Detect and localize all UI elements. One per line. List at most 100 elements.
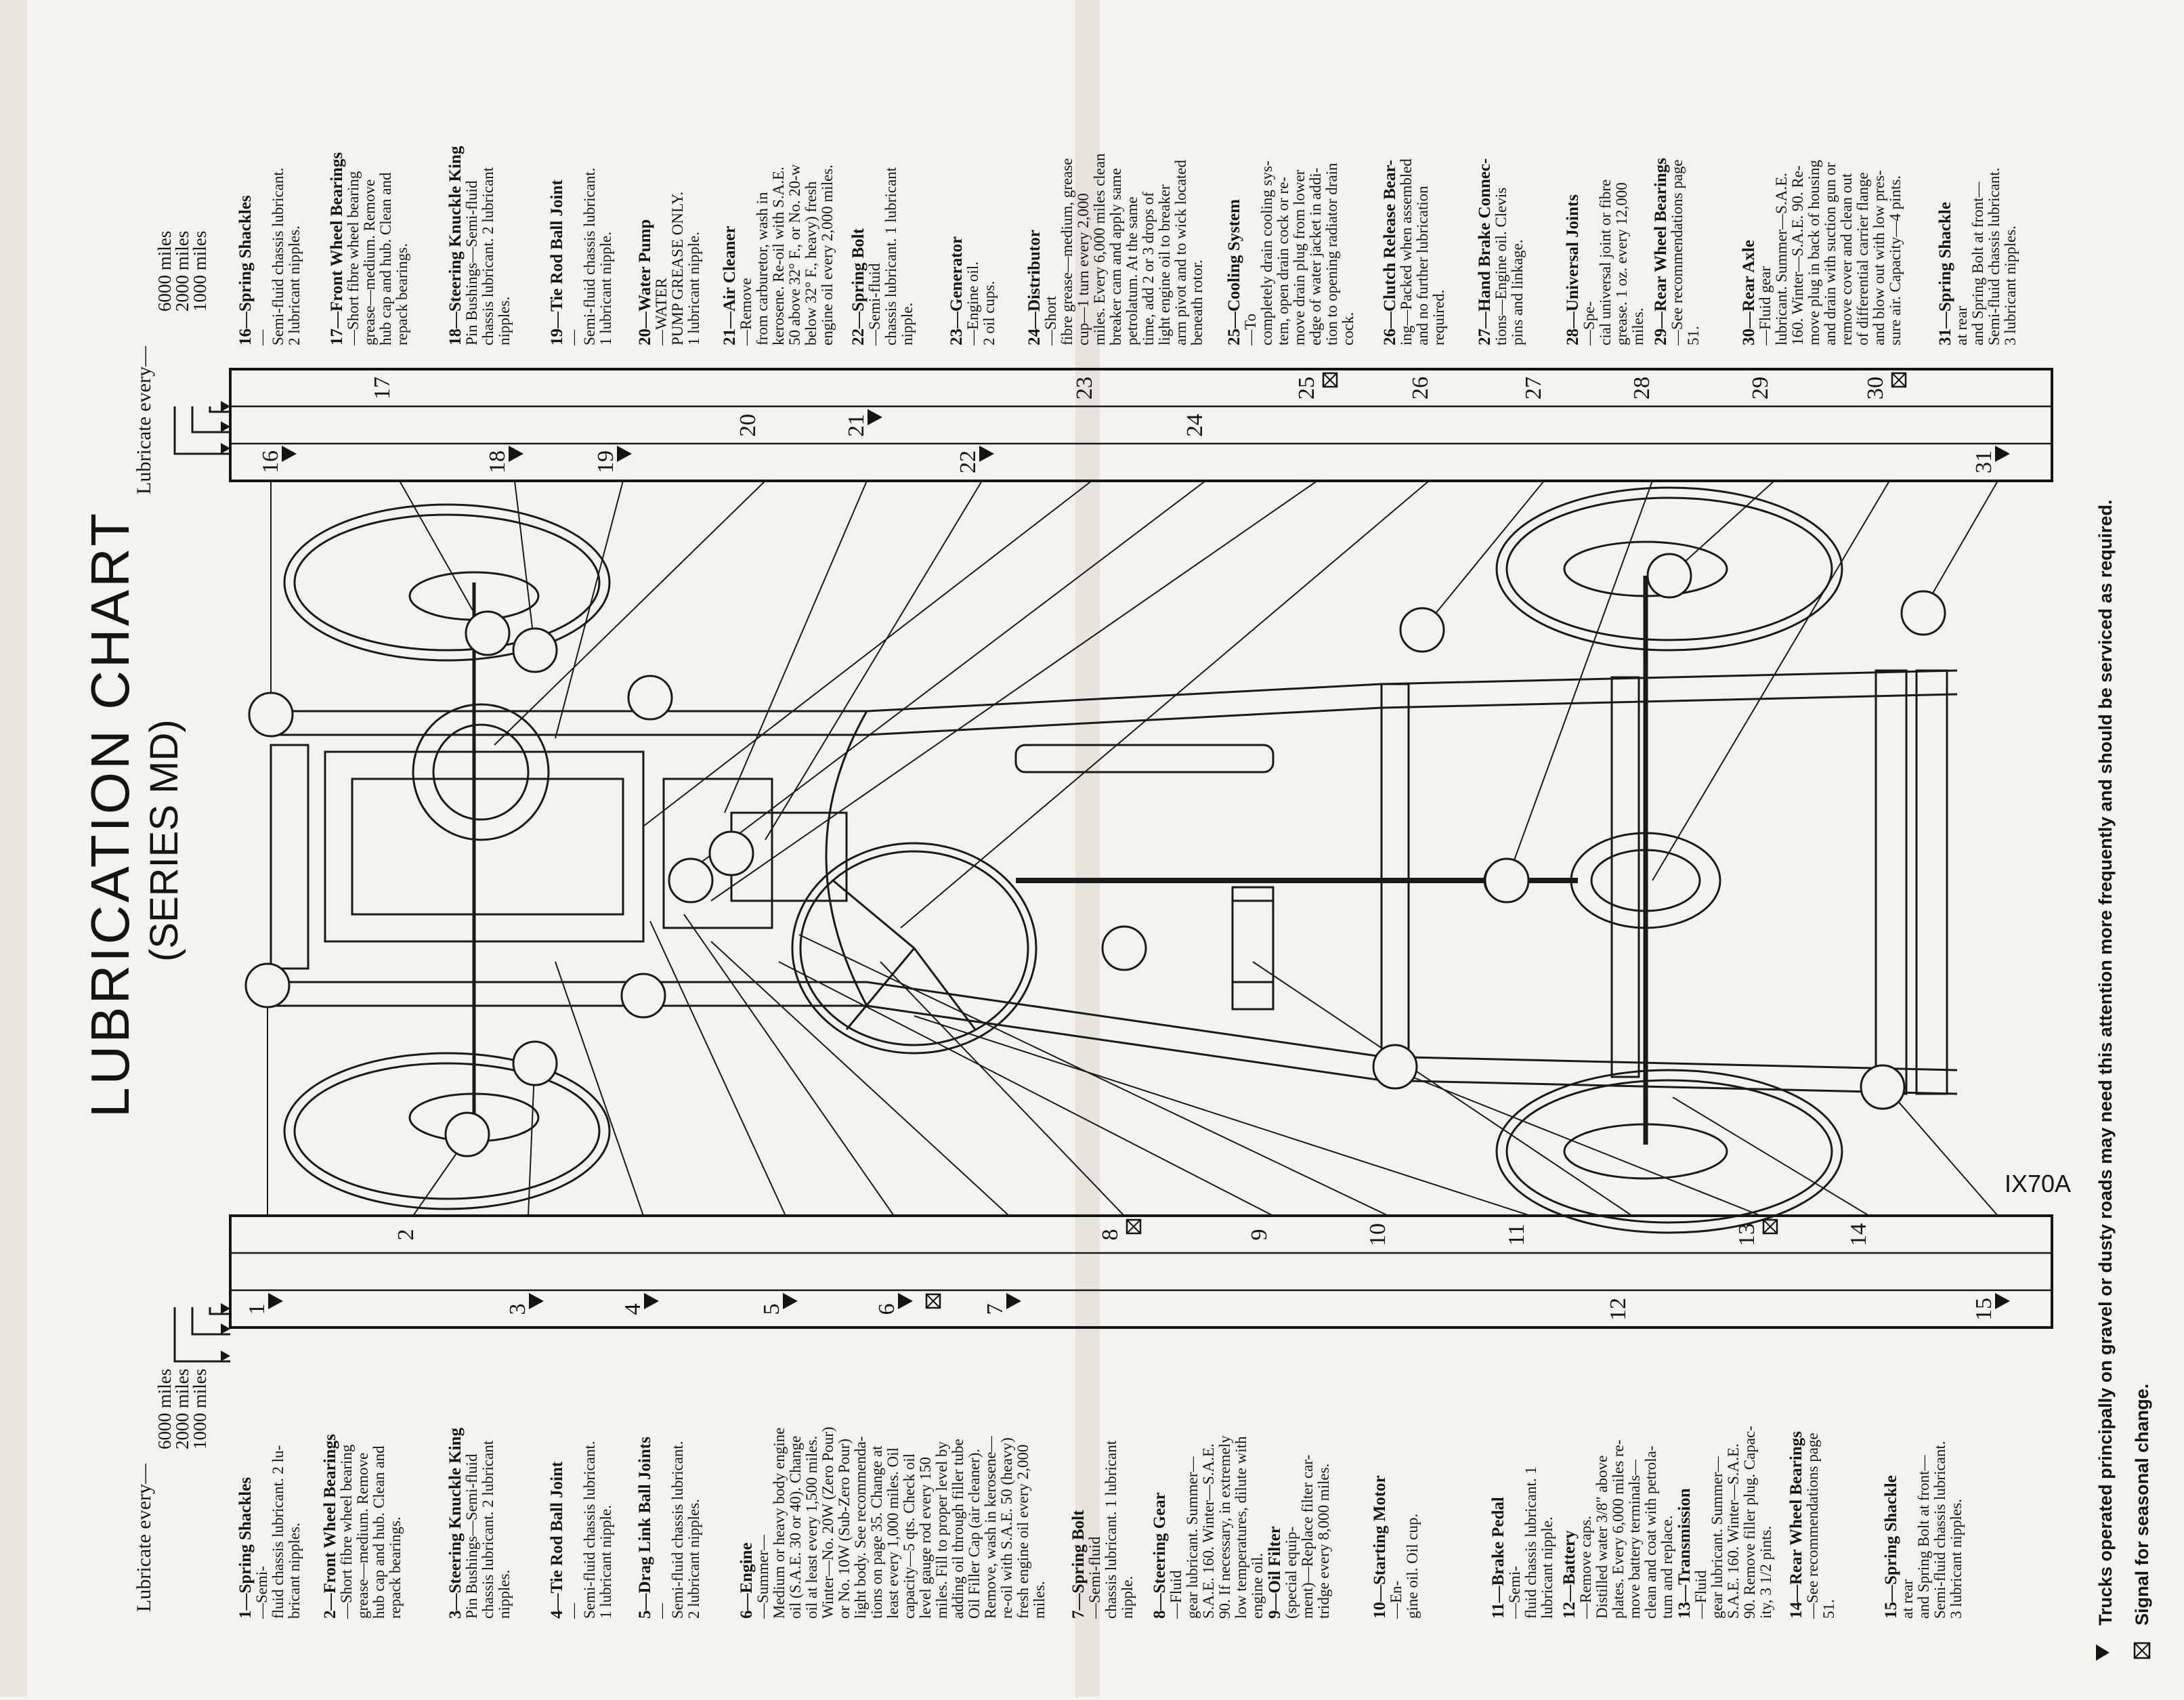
item-text-line: Winter—No. 20W (Zero Pour) (819, 1426, 836, 1619)
item-text-line: —See recommendations page (1669, 159, 1686, 346)
item-text-line: chassis lubricant. 2 lubricant (479, 1440, 496, 1619)
box-symbol (1891, 372, 1907, 388)
band-number-label: 18 (485, 450, 510, 473)
lubrication-point (1860, 1064, 1906, 1110)
item-text-line: ment)—Replace filter car- (1299, 1455, 1316, 1619)
descriptions-upper: 16—Spring Shackles—Semi-fluid chassis lu… (236, 146, 2019, 346)
item-text-line: oil (S.A.E. 30 or 40). Change (787, 1436, 804, 1619)
triangle-symbol (275, 446, 297, 462)
leader-line (900, 480, 1430, 929)
item-text-line: level gauge rod every 150 (917, 1457, 934, 1619)
item-heading: 13—Transmission (1675, 1488, 1694, 1619)
item-text-line: of differential carrier flange (1854, 172, 1871, 345)
band-number-label: 17 (370, 377, 395, 400)
lubrication-point (1900, 590, 1946, 636)
item-heading: 23—Generator (947, 236, 966, 345)
item-text-line: oil at least every 1,500 miles. (803, 1436, 820, 1619)
item-text-line: tem, open drain cock or re- (1275, 177, 1291, 345)
interval-2000: 2000 miles (172, 1369, 192, 1449)
leader-line (798, 934, 1389, 1216)
lubrication-point (627, 675, 673, 721)
item-heading: 31—Spring Shackle (1936, 202, 1954, 345)
item-text-line: fresh engine oil every 2,000 (1014, 1445, 1031, 1619)
item-text-line: miles. (1031, 1581, 1048, 1619)
item-text-line: kerosene. Re-oil with S.A.E. (770, 167, 787, 345)
lubrication-item-12: 12—Battery—Remove caps.Distilled water 3… (1560, 1440, 1675, 1619)
item-text-line: 51. (1685, 326, 1702, 345)
item-text-line: petrolatum. At the same (1123, 196, 1140, 345)
item-text-line: sure air. Capacity—4 pints. (1887, 175, 1904, 345)
interval-6000: 6000 miles (154, 1369, 175, 1449)
item-text-line: nipple. (899, 303, 916, 345)
band-number-label: 14 (1846, 1223, 1871, 1246)
item-text-line: nipples. (496, 1570, 513, 1619)
footnote-box: Signal for seasonal change. (2132, 1384, 2152, 1625)
item-text-line: Pin Bushings—Semi-fluid (463, 1453, 480, 1619)
triangle-symbol (1988, 1293, 2010, 1309)
band-number-25: 25 (1294, 372, 1338, 400)
item-text-line: —Semi- (1506, 1566, 1523, 1619)
lubrication-item-28: 28—Universal Joints—Spe-cial universal j… (1564, 179, 1646, 346)
item-text-line: from carburetor, wash in (754, 192, 771, 345)
band-number-label: 2 (393, 1229, 419, 1241)
item-text-line: engine oil. (1249, 1553, 1266, 1619)
item-text-line: gine oil. Oil cup. (1404, 1514, 1421, 1619)
band-number-label: 9 (1247, 1229, 1272, 1241)
item-heading: 1—Spring Shackles (236, 1477, 255, 1619)
lubrication-item-4: 4—Tie Rod Ball Joint—Semi-fluid chassis … (548, 1441, 614, 1619)
item-text-line: —Spe- (1581, 301, 1598, 346)
leader-line (880, 961, 1125, 1216)
item-text-line: chassis lubricant. 2 lubricant (479, 167, 496, 345)
leader-line (778, 961, 1274, 1216)
item-text-line: tion to opening radiator drain (1323, 163, 1340, 345)
item-text-line: 50 above 32° F., or No. 20-w (786, 164, 803, 345)
lubrication-item-14: 14—Rear Wheel Bearings—See recommendatio… (1787, 1431, 1837, 1619)
center-fold (1075, 0, 1100, 1697)
box-symbol (1126, 1218, 1142, 1235)
leader-line (1672, 1097, 1870, 1216)
item-text-line: —Remove caps. (1577, 1516, 1594, 1619)
band-number-12: 12 (1606, 1298, 1631, 1321)
triangle-symbol (1000, 1293, 1021, 1309)
item-text-line: Semi-fluid chassis lubricant. (270, 167, 286, 345)
item-text-line: Semi-fluid chassis lubricant. (1986, 167, 2003, 345)
band-number-19: 19 (593, 446, 632, 473)
band-number-label: 13 (1734, 1223, 1759, 1246)
item-text-line: —En- (1388, 1581, 1405, 1619)
item-text-line: light engine oil to breaker (1156, 184, 1173, 345)
upper-band (229, 368, 2053, 482)
band-number-label: 16 (258, 450, 283, 473)
item-text-line: grease. 1 oz. every 12,000 (1613, 182, 1630, 345)
leader-line (555, 480, 624, 739)
lubrication-item-29: 29—Rear Wheel Bearings—See recommendatio… (1652, 158, 1702, 346)
item-text-line: —Summer— (754, 1534, 771, 1619)
band-number-label: 12 (1606, 1298, 1631, 1321)
item-heading: 25—Cooling System (1225, 199, 1243, 345)
item-heading: 16—Spring Shackles (236, 195, 255, 345)
item-text-line: repack bearings. (393, 243, 410, 345)
item-text-line: repack bearings. (387, 1516, 404, 1619)
item-text-line: 2 lubricant nipples. (685, 1499, 702, 1619)
item-text-line: Medium or heavy body engine (771, 1428, 788, 1619)
triangle-symbol (1988, 446, 2010, 462)
item-text-line: chassis lubricant. 1 lubricant (882, 167, 899, 345)
item-heading: 20—Water Pump (636, 219, 654, 345)
item-text-line: 90. Remove filler plug. Capac- (1741, 1426, 1758, 1619)
leader-line (1882, 1083, 1998, 1216)
item-heading: 30—Rear Axle (1740, 240, 1758, 345)
item-text-line: lubricant. Summer—S.A.E. (1773, 173, 1790, 345)
item-text-line: —See recommendations page (1804, 1432, 1821, 1619)
page-title: LUBRICATION CHART (80, 511, 140, 1118)
leader-line (683, 914, 895, 1216)
item-text-line: fluid chassis lubricant. 2 lu- (270, 1445, 286, 1619)
frame-rails (267, 669, 1958, 1095)
lubrication-point (1399, 607, 1445, 653)
item-text-line: move battery terminals— (1626, 1459, 1643, 1619)
item-text-line: tions on page 35. Change at (868, 1445, 885, 1619)
item-heading: 15—Spring Shackle (1882, 1475, 1900, 1619)
item-text-line: — (253, 329, 270, 346)
item-text-line: at rear (1899, 1579, 1916, 1619)
